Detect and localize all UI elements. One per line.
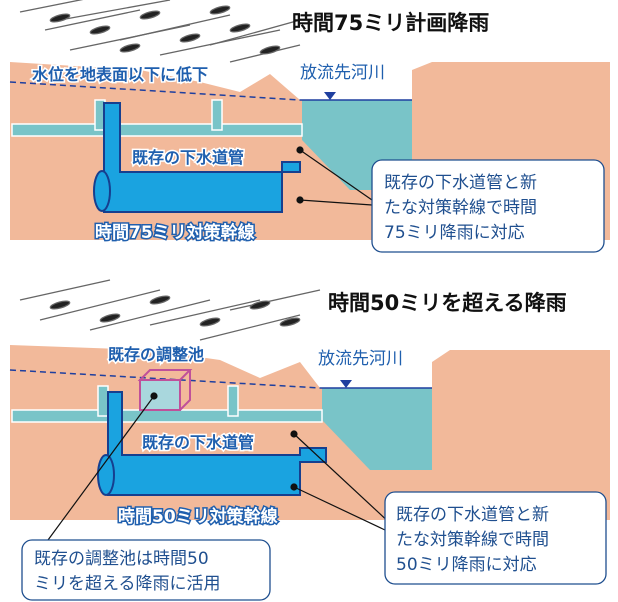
river-label: 放流先河川 bbox=[318, 349, 403, 369]
river-water bbox=[322, 388, 432, 470]
top-panel: 時間75ミリ計画降雨 水位を地表面以下に低下 放流先河川 既存の下水道管 時間7… bbox=[9, 0, 610, 253]
callout-line: 75ミリ降雨に対応 bbox=[384, 223, 525, 243]
callout-line: 50ミリ降雨に対応 bbox=[396, 555, 537, 575]
new-trunk-end bbox=[97, 454, 115, 496]
pond-label: 既存の調整池 bbox=[108, 345, 204, 364]
water-level-marker-icon bbox=[324, 92, 336, 100]
callout-line: たな対策幹線で時間 bbox=[384, 197, 537, 218]
new-trunk-label: 時間75ミリ対策幹線 bbox=[95, 222, 255, 243]
bottom-title: 時間50ミリを超える降雨 bbox=[328, 291, 567, 315]
existing-sewer bbox=[11, 99, 303, 137]
new-trunk-pipe bbox=[103, 102, 301, 213]
existing-sewer-label: 既存の下水道管 bbox=[142, 433, 254, 452]
water-level-line bbox=[9, 81, 301, 101]
callout-line: たな対策幹線で時間 bbox=[396, 529, 549, 550]
ground-right bbox=[432, 350, 610, 520]
rain-icon bbox=[19, 0, 301, 63]
top-title: 時間75ミリ計画降雨 bbox=[292, 11, 489, 35]
river-label: 放流先河川 bbox=[300, 63, 385, 83]
callout-line: 既存の下水道管と新 bbox=[396, 505, 549, 525]
callout-pointers bbox=[47, 392, 393, 541]
existing-sewer bbox=[11, 385, 323, 423]
callout-line: ミリを超える降雨に活用 bbox=[34, 574, 221, 594]
callout-box-right bbox=[384, 491, 607, 585]
new-trunk-label: 時間50ミリ対策幹線 bbox=[118, 506, 278, 527]
callout-box-left bbox=[21, 539, 271, 601]
bottom-panel: 時間50ミリを超える降雨 既存の調整池 放流先河川 既存の下水道管 時間50ミリ… bbox=[9, 279, 610, 601]
new-trunk-pipe bbox=[107, 391, 327, 496]
callout-line: 既存の下水道管と新 bbox=[384, 173, 537, 193]
water-level-marker-icon bbox=[340, 380, 352, 388]
water-level-label: 水位を地表面以下に低下 bbox=[32, 65, 208, 84]
callout-line: 既存の調整池は時間50 bbox=[34, 549, 209, 569]
new-trunk-end bbox=[93, 170, 111, 212]
callout-box bbox=[371, 159, 605, 253]
existing-sewer-label: 既存の下水道管 bbox=[132, 148, 244, 167]
rain-icon bbox=[19, 279, 321, 341]
callout-pointers bbox=[296, 146, 373, 206]
